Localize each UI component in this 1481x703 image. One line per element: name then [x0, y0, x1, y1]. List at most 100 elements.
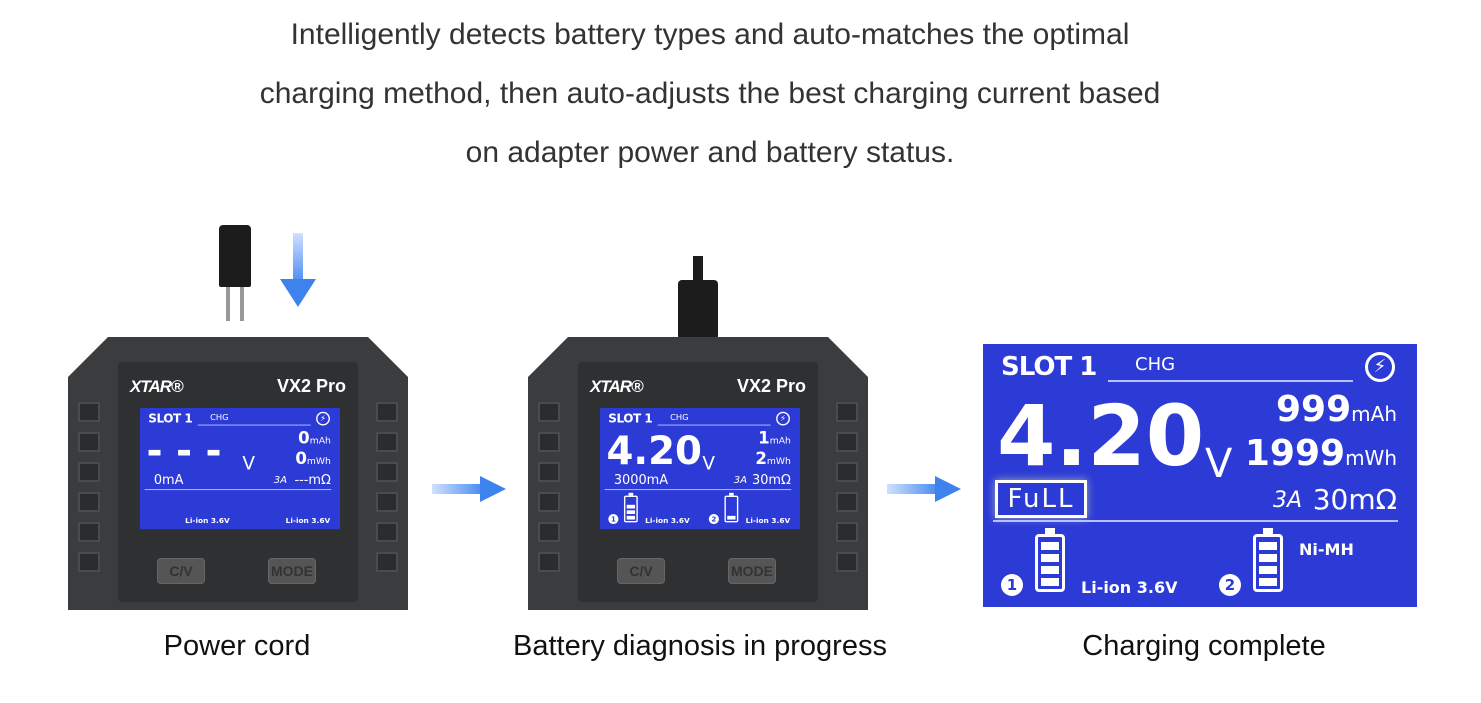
capacity-value: 0: [298, 428, 310, 448]
cooling-fin: [78, 522, 100, 542]
cooling-fin: [376, 492, 398, 512]
divider: [144, 489, 332, 491]
brand-logo: XTAR®: [130, 377, 184, 396]
slot-label: SLOT 1: [608, 411, 653, 426]
energy-unit: mWh: [1345, 446, 1397, 470]
current-value: 3000mA: [613, 472, 669, 488]
battery-bar: [1259, 566, 1277, 574]
resistance-value: 30mΩ: [751, 472, 791, 488]
cooling-fin: [78, 402, 100, 422]
energy-row: 2mWh: [755, 450, 790, 467]
cooling-fin: [78, 432, 100, 452]
battery-type: Li-ion 3.6V: [645, 515, 690, 525]
cooling-fin: [376, 462, 398, 482]
mode-label: CHG: [670, 412, 689, 423]
cooling-fin: [78, 462, 100, 482]
voltage-value: 4.20: [606, 427, 703, 474]
cooling-fin: [78, 492, 100, 512]
step-caption: Charging complete: [1082, 630, 1326, 662]
slot-number: 1: [608, 514, 619, 525]
resistance-value: 30mΩ: [1312, 483, 1397, 516]
battery-bar: [1041, 578, 1059, 586]
mode-label: CHG: [1135, 354, 1176, 375]
battery-bar: [1041, 554, 1059, 562]
voltage-unit: V: [702, 452, 715, 474]
battery-type: Li-ion 3.6V: [1081, 578, 1178, 597]
divider: [1108, 380, 1353, 382]
plug-prongs: [240, 287, 244, 321]
battery-level-icon: [724, 492, 739, 523]
voltage-value: 4.20: [997, 387, 1205, 485]
divider: [604, 489, 792, 491]
battery-type: Li-ion 3.6V: [285, 515, 331, 525]
arrow-right-icon: [432, 476, 507, 502]
battery-level-icon: [623, 492, 638, 523]
voltage-unit: V: [242, 452, 255, 474]
battery-bar: [1041, 566, 1059, 574]
capacity-unit: mAh: [309, 434, 331, 446]
usb-cable-icon: [693, 256, 703, 282]
intro-text: Intelligently detects battery types and …: [0, 5, 1420, 182]
energy-value: 0: [295, 449, 307, 468]
usb-plug-icon: [678, 280, 718, 340]
battery-type: Li-ion 3.6V: [185, 515, 230, 525]
cooling-fin: [376, 522, 398, 542]
cooling-fin: [836, 432, 858, 452]
quick-charge-icon: ⚡: [776, 411, 790, 426]
resistance-value: ---mΩ: [294, 472, 331, 488]
energy-unit: mWh: [766, 455, 791, 467]
capacity-row: 1mAh: [758, 430, 791, 447]
usb-plug-icon: [219, 225, 251, 287]
quick-charge-icon: ⚡: [316, 411, 330, 426]
step-caption: Power cord: [163, 630, 311, 662]
battery-type: Ni-MH: [1299, 540, 1354, 559]
voltage-unit: V: [1205, 441, 1233, 487]
current-value: 0mA: [153, 472, 184, 488]
battery-bar: [1259, 554, 1277, 562]
cooling-fin: [376, 552, 398, 572]
battery-bar: [626, 504, 636, 509]
quick-charge-icon: ⚡: [1365, 352, 1395, 382]
cooling-fin: [836, 462, 858, 482]
mode-button[interactable]: MODE: [728, 558, 776, 584]
arrow-down-icon: [280, 233, 316, 307]
cv-button[interactable]: C/V: [617, 558, 665, 584]
capacity-row: 0mAh: [298, 430, 331, 447]
intro-line: on adapter power and battery status.: [465, 136, 955, 169]
divider: [197, 424, 311, 426]
cv-button[interactable]: C/V: [157, 558, 205, 584]
plug-prongs: [226, 287, 230, 321]
battery-bar: [1259, 578, 1277, 586]
energy-unit: mWh: [306, 455, 331, 467]
rate-value: 3A: [1273, 488, 1303, 513]
model-name: VX2 Pro: [276, 376, 346, 396]
capacity-unit: mAh: [769, 434, 791, 446]
divider: [993, 520, 1398, 522]
mode-button[interactable]: MODE: [268, 558, 316, 584]
cooling-fin: [376, 402, 398, 422]
battery-bar: [727, 515, 736, 520]
cooling-fin: [538, 522, 560, 542]
battery-bar: [1041, 542, 1059, 550]
capacity-unit: mAh: [1351, 402, 1397, 426]
step-caption: Battery diagnosis in progress: [513, 630, 887, 662]
energy-row: 0mWh: [295, 450, 330, 467]
cooling-fin: [538, 552, 560, 572]
slot-number: 2: [708, 514, 719, 525]
model-name: VX2 Pro: [736, 376, 806, 396]
cooling-fin: [836, 552, 858, 572]
battery-type: Li-ion 3.6V: [745, 515, 791, 525]
energy-value: 2: [755, 449, 767, 468]
mode-label: CHG: [210, 412, 229, 423]
status-full: FuLL: [995, 480, 1087, 518]
battery-level-icon: [1253, 528, 1283, 592]
rate-value: 3A: [733, 474, 748, 486]
intro-line: charging method, then auto-adjusts the b…: [259, 77, 1161, 110]
divider: [657, 424, 771, 426]
